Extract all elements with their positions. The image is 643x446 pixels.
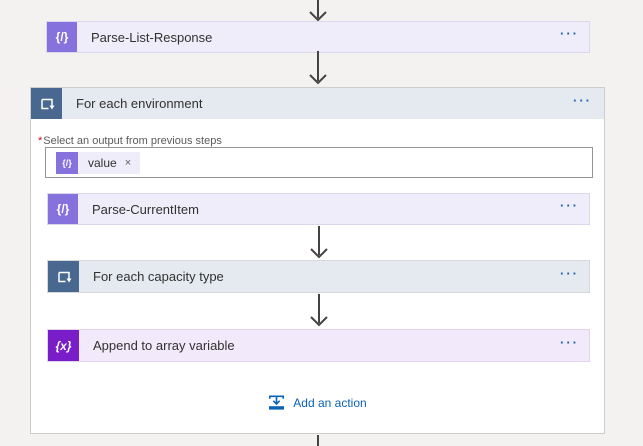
more-options-button[interactable]: ··· (563, 94, 604, 112)
variable-icon: {x} (48, 330, 79, 361)
more-options-button[interactable]: ··· (550, 27, 589, 45)
connector-arrow (307, 0, 329, 22)
connector-arrow (307, 51, 329, 85)
scope-title: For each environment (76, 96, 203, 111)
token-icon: {/} (56, 151, 78, 174)
output-selection-input[interactable]: {/} value × (45, 147, 593, 178)
for-each-environment-scope: For each environment ··· *Select an outp… (30, 87, 605, 434)
action-title: For each capacity type (93, 269, 224, 284)
connector-arrow (308, 294, 330, 327)
more-options-button[interactable]: ··· (550, 199, 589, 217)
parse-list-response-action[interactable]: {/} Parse-List-Response ··· (46, 21, 590, 53)
add-action-icon (268, 395, 285, 411)
action-title: Append to array variable (93, 338, 235, 353)
required-asterisk: * (38, 135, 43, 147)
parse-json-icon: {/} (47, 22, 77, 52)
token-label: value (88, 155, 117, 170)
connector-line (317, 435, 319, 446)
connector-arrow (308, 226, 330, 259)
input-label: *Select an output from previous steps (38, 135, 222, 147)
action-title: Parse-CurrentItem (92, 201, 199, 217)
value-token[interactable]: {/} value × (56, 151, 141, 174)
add-action-button[interactable]: Add an action (31, 394, 604, 412)
for-each-environment-header[interactable]: For each environment ··· (31, 88, 604, 119)
parse-json-icon: {/} (48, 194, 78, 224)
apply-to-each-icon (48, 261, 79, 292)
action-title: Parse-List-Response (91, 29, 213, 45)
parse-current-item-action[interactable]: {/} Parse-CurrentItem ··· (47, 193, 590, 225)
add-action-label: Add an action (293, 396, 367, 410)
more-options-button[interactable]: ··· (550, 267, 589, 285)
apply-to-each-icon (31, 88, 62, 119)
for-each-capacity-type-header[interactable]: For each capacity type ··· (47, 260, 590, 293)
remove-token-button[interactable]: × (124, 156, 132, 169)
more-options-button[interactable]: ··· (550, 336, 589, 354)
append-to-array-variable-action[interactable]: {x} Append to array variable ··· (47, 329, 590, 362)
